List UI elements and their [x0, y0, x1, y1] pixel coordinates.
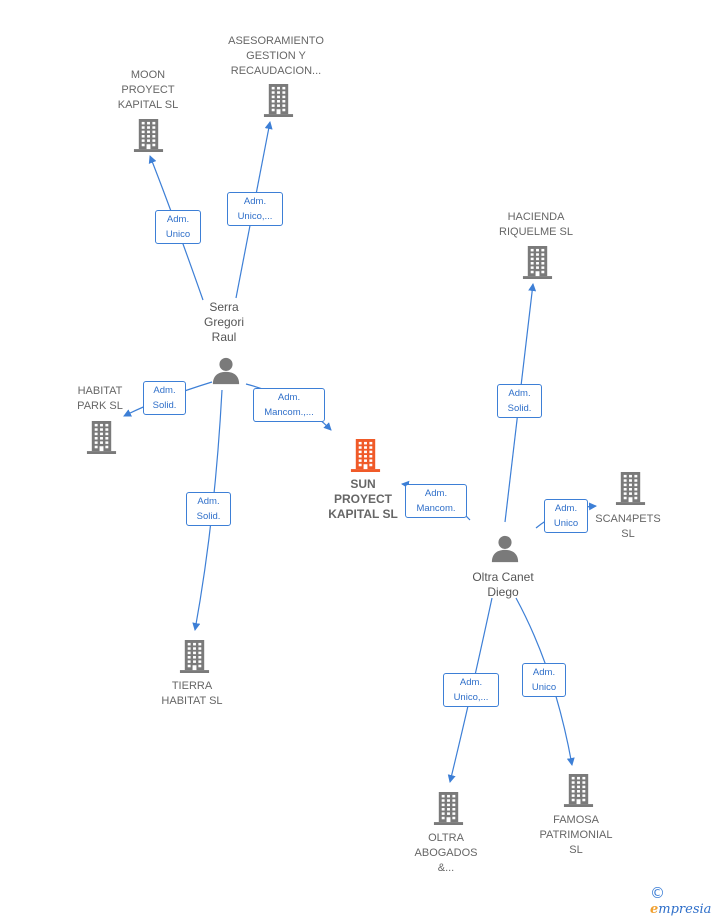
building-icon-asesoramiento[interactable]: [262, 83, 295, 122]
node-label-oltra-canet[interactable]: Oltra Canet Diego: [472, 570, 534, 599]
building-icon-hacienda[interactable]: [521, 245, 554, 284]
building-icon-famosa[interactable]: [562, 773, 595, 812]
node-label-tierra[interactable]: TIERRA HABITAT SL: [161, 680, 223, 707]
node-label-moon[interactable]: MOON PROYECT KAPITAL SL: [117, 69, 179, 111]
edge-label-oltra-canet-hacienda[interactable]: Adm. Solid.: [497, 384, 542, 418]
building-icon-sun[interactable]: [349, 438, 382, 477]
edge-label-serra-moon[interactable]: Adm. Unico: [155, 210, 201, 244]
building-icon-tierra[interactable]: [178, 639, 211, 678]
person-icon-oltra-canet[interactable]: [490, 533, 520, 568]
building-icon-oltra-abogados[interactable]: [432, 791, 465, 830]
node-label-habitat-park[interactable]: HABITAT PARK SL: [77, 385, 123, 412]
edge-label-oltra-canet-scan4pets[interactable]: Adm. Unico: [544, 499, 588, 533]
edge-label-oltra-canet-famosa[interactable]: Adm. Unico: [522, 663, 566, 697]
edge-label-serra-tierra[interactable]: Adm. Solid.: [186, 492, 231, 526]
building-icon-habitat-park[interactable]: [85, 420, 118, 459]
edge-label-oltra-canet-sun[interactable]: Adm. Mancom.: [405, 484, 467, 518]
node-label-serra[interactable]: Serra Gregori Raul: [203, 300, 244, 344]
node-label-hacienda[interactable]: HACIENDA RIQUELME SL: [499, 211, 573, 238]
node-label-asesoramiento[interactable]: ASESORAMIENTO GESTION Y RECAUDACION...: [228, 35, 324, 77]
node-label-sun[interactable]: SUN PROYECT KAPITAL SL: [328, 477, 398, 521]
node-label-scan4pets[interactable]: SCAN4PETS SL: [595, 513, 661, 540]
node-label-famosa[interactable]: FAMOSA PATRIMONIAL SL: [539, 814, 613, 856]
edge-label-serra-habitat-park[interactable]: Adm. Solid.: [143, 381, 186, 415]
building-icon-moon[interactable]: [132, 118, 165, 157]
person-icon-serra[interactable]: [211, 355, 241, 390]
building-icon-scan4pets[interactable]: [614, 471, 647, 510]
edge-label-oltra-canet-oltra-abogados[interactable]: Adm. Unico,...: [443, 673, 499, 707]
node-label-oltra-abogados[interactable]: OLTRA ABOGADOS &...: [414, 832, 478, 874]
brand-name: mpresia: [658, 902, 712, 917]
edge-label-serra-sun[interactable]: Adm. Mancom.,...: [253, 388, 325, 422]
edge-label-serra-asesoramiento[interactable]: Adm. Unico,...: [227, 192, 283, 226]
copyright-symbol: ©: [650, 884, 665, 902]
brand-logo: © empresia: [650, 884, 728, 917]
